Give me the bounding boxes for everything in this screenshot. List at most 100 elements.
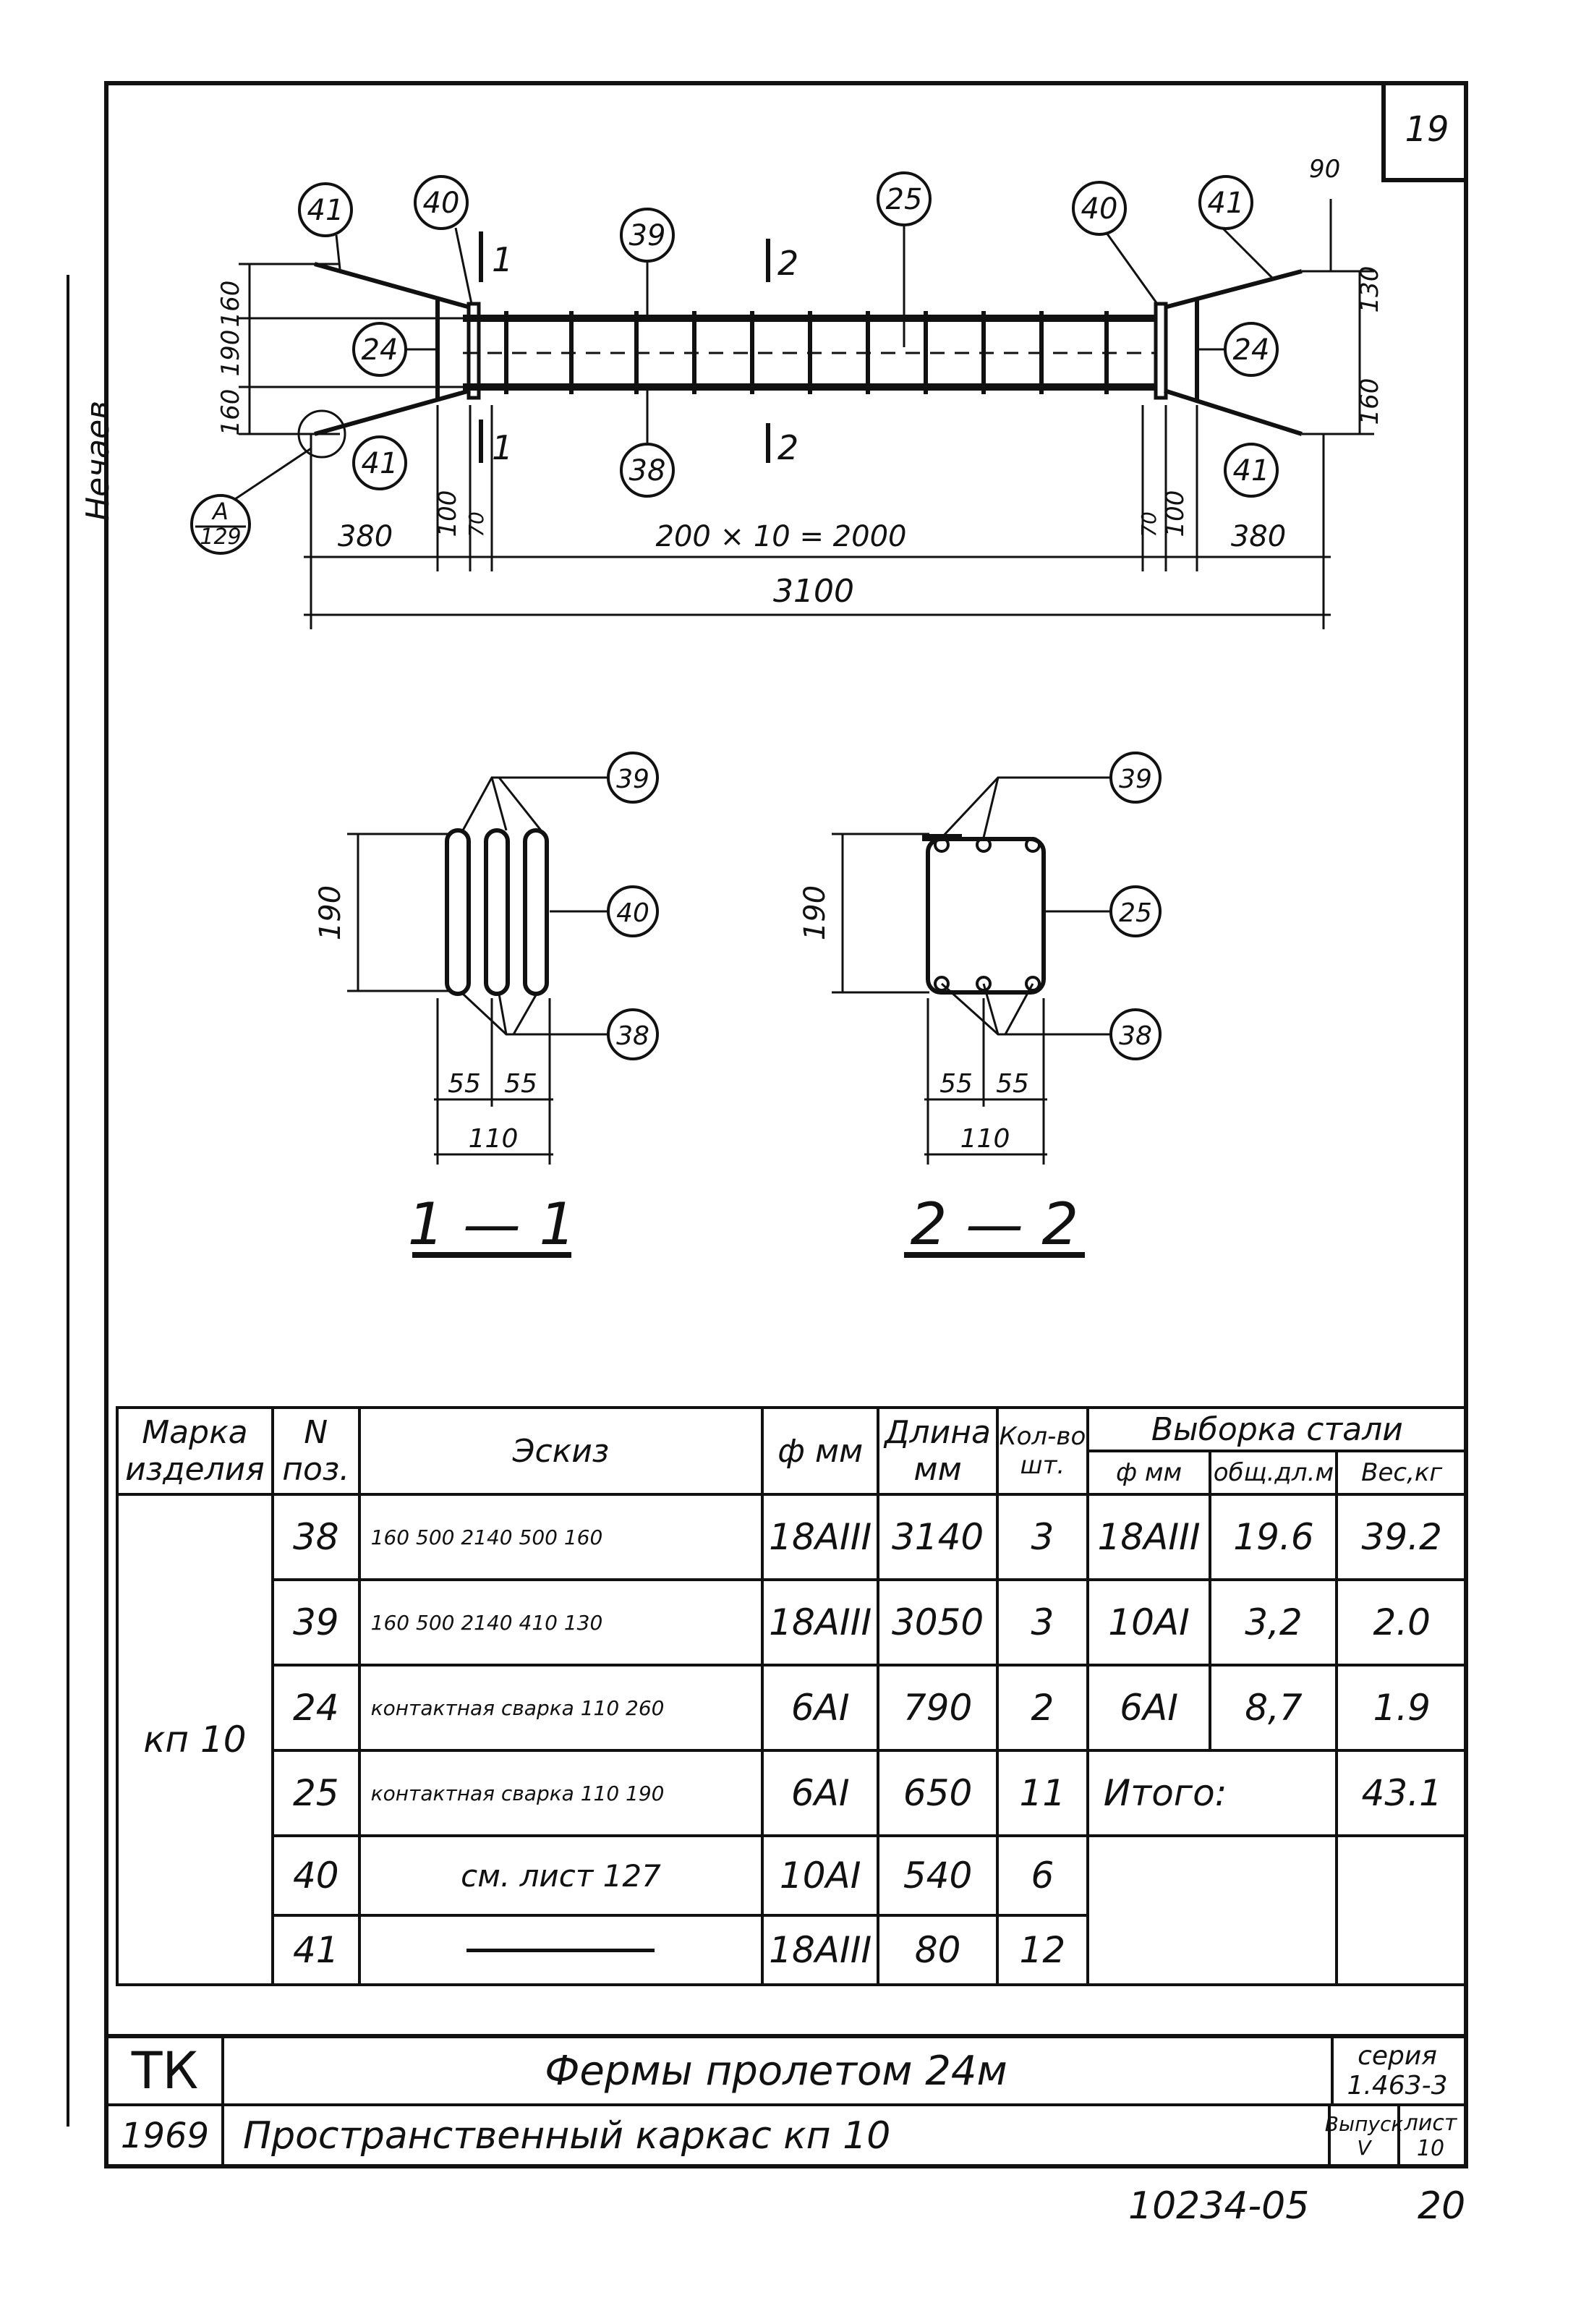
row-sketch: контактная сварка 110 260 [357,1664,764,1752]
steel-weight: 2.0 [1335,1578,1468,1667]
issue-value: V [1357,2136,1371,2160]
header-steel: Выборка стали [1086,1406,1469,1452]
dim-left-160-bot: 160 [216,389,245,436]
label-25: 25 [886,183,923,216]
s2-dim-55-a: 55 [939,1069,973,1099]
reinforcement-drawing: 41 40 39 25 40 41 24 24 41 38 41 A 129 1… [190,155,1384,1258]
dim-left-190: 190 [216,330,245,377]
detail-ref-sheet: 129 [200,524,241,550]
section-1-mark-bot: 1 [492,428,513,467]
row-qty: 2 [996,1664,1089,1752]
dim-70-left: 70 [464,511,488,537]
dim-380-left: 380 [338,520,393,553]
total-label: Итого: [1086,1749,1339,1837]
label-41-tr: 41 [1208,187,1245,220]
row-length: 3140 [877,1493,1000,1581]
dim-380-right: 380 [1231,520,1286,553]
s1-dim-110: 110 [469,1124,519,1154]
bar-41-sketch-line [466,1948,655,1952]
row-qty: 12 [996,1914,1089,1986]
dim-middle: 200 × 10 = 2000 [656,520,907,553]
title-org: ТК [108,2038,224,2103]
dim-100-left: 100 [433,490,462,537]
header-steel-dia: ф мм [1086,1450,1212,1496]
row-length: 790 [877,1664,1000,1752]
row-dia: 18AIII [761,1578,880,1667]
table-row: 41 18AIII 80 12 [117,1914,1467,1986]
table-row: 40 см. лист 127 10AI 540 6 [117,1834,1468,1986]
s2-dim-55-b: 55 [996,1069,1029,1099]
header-length: Длина мм [877,1406,1000,1496]
header-sketch: Эскиз [357,1406,764,1496]
row-sketch: 160 500 2140 410 130 [357,1578,764,1667]
specification-table: Марка изделия N поз. Эскиз ф мм Длина мм… [116,1406,1469,1986]
s2-dim-190: 190 [798,885,832,940]
series-label: серия [1358,2041,1437,2071]
section-1-1-drawing [347,752,659,1258]
detail-ref-letter: A [211,498,229,525]
end-plate-right [1154,302,1168,400]
dim-total: 3100 [773,573,854,610]
s1-label-40: 40 [616,898,649,928]
label-40-r: 40 [1081,192,1118,226]
end-plate-left [466,302,481,400]
title-subtitle: Пространственный каркас кп 10 [221,2103,1331,2168]
table-row: кп 10 38 160 500 2140 500 160 18AIII 314… [116,1493,1468,1986]
row-pos: 40 [270,1834,361,1917]
row-sketch: 160 500 2140 500 160 [357,1493,764,1581]
steel-dia: 10AI [1086,1578,1212,1667]
title-main: Фермы пролетом 24м [221,2038,1334,2103]
s1-dim-190: 190 [314,885,347,940]
empty-steel-cell [1086,1834,1339,1986]
left-margin-line [67,275,69,2127]
steel-dia: 6AI [1086,1664,1212,1752]
sheet-corner-number: 19 [1405,109,1449,150]
mark-cell: кп 10 [116,1493,274,1986]
row-sketch: контактная сварка 110 190 [357,1749,764,1837]
label-38: 38 [629,454,666,488]
s1-label-38: 38 [616,1021,649,1051]
section-2-mark-top: 2 [777,244,798,283]
sheet-value: 10 [1416,2136,1445,2161]
series-value: 1.463-3 [1347,2071,1448,2100]
row-qty: 6 [996,1834,1089,1917]
section-2-mark-bot: 2 [777,428,798,467]
section-2-title: 2 — 2 [911,1191,1079,1258]
section-1-mark-top: 1 [492,240,513,279]
section-1-title: 1 — 1 [408,1191,576,1258]
row-length: 650 [877,1749,1000,1837]
table-row: 39 160 500 2140 410 130 18AIII 3050 3 10… [117,1578,1468,1667]
header-qty: Кол-во шт. [996,1406,1089,1496]
title-issue: Выпуск V [1325,2103,1403,2168]
row-pos: 25 [270,1749,361,1837]
dim-100-right: 100 [1161,490,1190,537]
footer-code: 10234-05 [1128,2184,1310,2228]
label-24-r: 24 [1233,333,1270,367]
steel-total: 19.6 [1209,1493,1339,1581]
steel-total: 3,2 [1209,1578,1339,1667]
row-pos: 39 [270,1578,361,1667]
dim-right-130: 130 [1355,266,1384,313]
steel-weight: 39.2 [1335,1493,1468,1581]
row-sketch [357,1914,764,1986]
sheet-label: лист [1404,2111,1457,2136]
dim-70-right: 70 [1137,511,1161,537]
table-row: 24 контактная сварка 110 260 6AI 790 2 6… [117,1664,1468,1752]
s2-label-25: 25 [1119,898,1152,928]
row-qty: 11 [996,1749,1089,1837]
s1-dim-55-b: 55 [504,1069,537,1099]
title-series: серия 1.463-3 [1331,2038,1464,2103]
header-steel-weight: Вес,кг [1335,1450,1468,1496]
title-block: ТК Фермы пролетом 24м серия 1.463-3 1969… [104,2034,1468,2168]
row-dia: 10AI [761,1834,880,1917]
steel-total: 8,7 [1209,1664,1339,1752]
empty-weight-cell [1335,1834,1468,1986]
header-dia: ф мм [761,1406,880,1496]
dim-left-160-top: 160 [216,281,245,328]
steel-dia: 18AIII [1086,1493,1212,1581]
dim-right-90: 90 [1309,155,1340,184]
total-value: 43.1 [1335,1749,1468,1837]
section-2-2-drawing [832,752,1162,1258]
table-row: 25 контактная сварка 110 190 6AI 650 11 … [117,1749,1468,1837]
label-39: 39 [629,219,666,252]
